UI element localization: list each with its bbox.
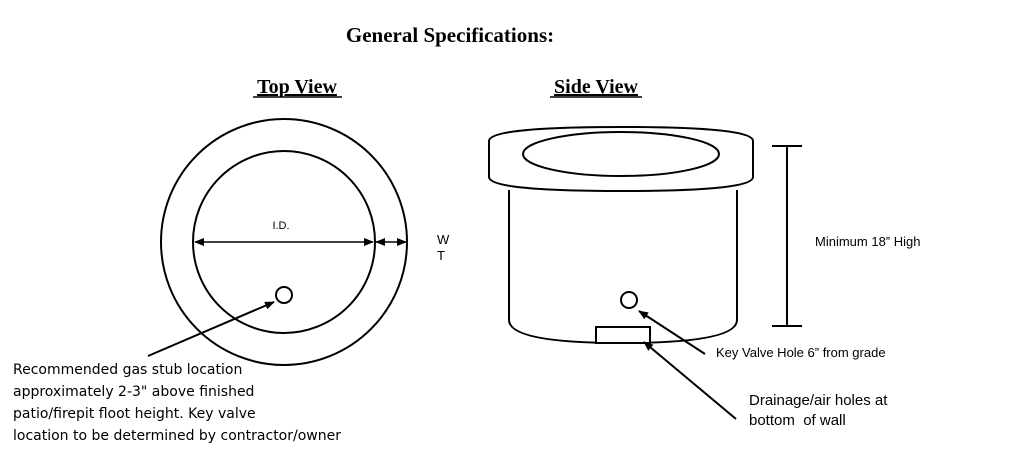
key-valve-hole (620, 291, 638, 309)
minimum-height-label: Minimum 18” High (815, 234, 920, 249)
firepit-top-opening (522, 131, 720, 177)
gas-stub-note-line-3: patio/firepit floot height. Key valve (13, 406, 256, 422)
drainage-slot (595, 326, 651, 344)
gas-stub-note-line-2: approximately 2-3" above finished (13, 384, 254, 400)
drainage-label-line-1: Drainage/air holes at (749, 392, 888, 409)
outer-wall-circle (160, 118, 408, 366)
firepit-body-wall (508, 190, 738, 345)
gas-stub-note: Recommended gas stub location approximat… (13, 362, 341, 444)
top-view: Top View I.D. W T (147, 76, 450, 366)
inner-diameter-label: I.D. (272, 220, 289, 232)
gas-stub-note-line-4: location to be determined by contractor/… (13, 428, 341, 444)
gas-stub-note-line-1: Recommended gas stub location (13, 362, 242, 378)
side-view-title: Side View (554, 76, 638, 98)
key-valve-pointer-arrow (638, 310, 706, 355)
top-view-title: Top View (257, 76, 337, 98)
gas-stub-hole (275, 286, 293, 304)
wall-thickness-label-w: W (437, 232, 450, 247)
drainage-label-line-2: bottom of wall (749, 412, 846, 429)
general-specifications-heading: General Specifications: (346, 23, 554, 47)
drainage-pointer-arrow (643, 341, 737, 420)
key-valve-label: Key Valve Hole 6” from grade (716, 345, 886, 360)
gas-stub-pointer-arrow (147, 301, 275, 357)
side-view: Side View Minimum 18” High Key Valve Hol… (488, 76, 920, 429)
firepit-cap-ring (488, 125, 754, 193)
wall-thickness-label-t: T (437, 248, 445, 263)
